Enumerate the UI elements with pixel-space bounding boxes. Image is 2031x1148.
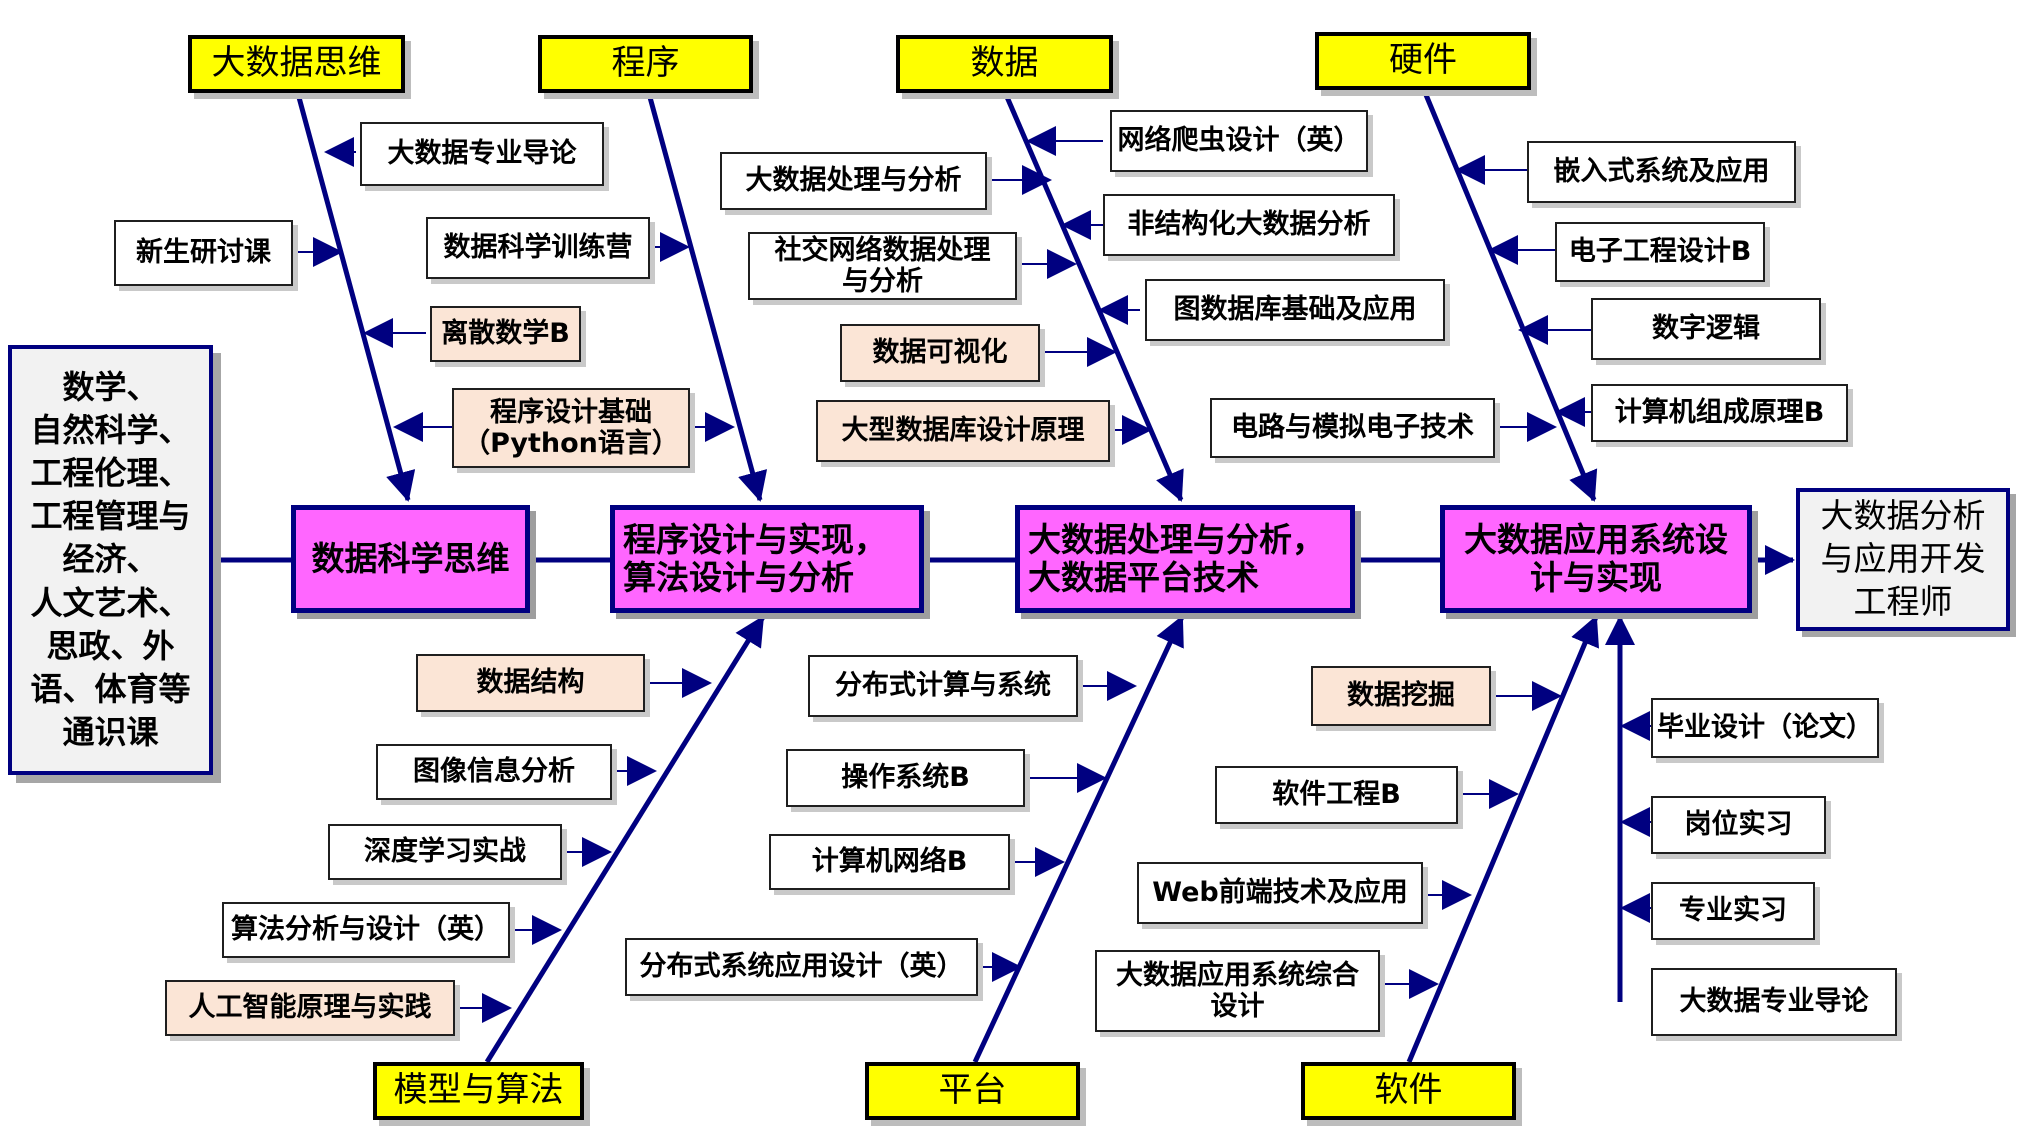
course-computer-networks: 计算机网络B	[769, 834, 1010, 890]
course-graph-database: 图数据库基础及应用	[1145, 279, 1445, 341]
course-image-analysis: 图像信息分析	[376, 744, 612, 800]
course-discrete-math: 离散数学B	[430, 306, 581, 362]
bone-models	[484, 615, 766, 1064]
course-computer-organization: 计算机组成原理B	[1591, 384, 1848, 442]
course-software-engineering: 软件工程B	[1215, 766, 1458, 824]
general-education-text: 数学、 自然科学、 工程伦理、 工程管理与 经济、 人文艺术、 思政、外 语、体…	[30, 367, 191, 752]
course-data-mining: 数据挖掘	[1311, 666, 1491, 726]
category-hardware: 硬件	[1315, 32, 1531, 90]
course-big-data-processing: 大数据处理与分析	[720, 152, 987, 210]
course-algorithm-design: 算法分析与设计（英）	[222, 902, 510, 958]
course-data-science-camp: 数据科学训练营	[426, 217, 650, 279]
bone-platform	[972, 615, 1185, 1064]
course-distributed-computing: 分布式计算与系统	[808, 655, 1078, 717]
bone-thinking	[294, 89, 416, 502]
course-social-network-data: 社交网络数据处理 与分析	[748, 232, 1017, 300]
course-data-visualization: 数据可视化	[840, 324, 1040, 382]
course-arrows	[293, 126, 1651, 1023]
course-web-frontend: Web前端技术及应用	[1137, 862, 1423, 924]
course-web-crawler-design: 网络爬虫设计（英）	[1110, 110, 1368, 172]
course-freshman-seminar: 新生研讨课	[114, 220, 293, 286]
course-big-data-application-design: 大数据应用系统综合 设计	[1095, 950, 1380, 1032]
course-professional-internship: 专业实习	[1651, 882, 1815, 940]
bone-software	[1406, 615, 1599, 1063]
course-distributed-systems-application: 分布式系统应用设计（英）	[625, 938, 978, 996]
stage-data-science-thinking: 数据科学思维	[291, 505, 530, 613]
category-platform: 平台	[865, 1062, 1080, 1120]
stage-programming-algorithms: 程序设计与实现， 算法设计与分析	[610, 505, 924, 613]
category-big-data-thinking: 大数据思维	[188, 35, 405, 93]
course-job-internship: 岗位实习	[1651, 796, 1826, 854]
course-python-programming: 程序设计基础 （Python语言）	[452, 388, 690, 468]
course-operating-systems: 操作系统B	[786, 749, 1025, 807]
course-ai-principles: 人工智能原理与实践	[165, 980, 455, 1036]
course-electronic-engineering-design: 电子工程设计B	[1555, 222, 1765, 282]
course-circuits-analog-electronics: 电路与模拟电子技术	[1210, 398, 1495, 458]
category-models-algorithms: 模型与算法	[373, 1062, 584, 1120]
course-unstructured-data-analysis: 非结构化大数据分析	[1103, 194, 1395, 256]
bone-programming	[645, 89, 768, 502]
goal-engineer: 大数据分析 与应用开发 工程师	[1796, 488, 2010, 631]
course-digital-logic: 数字逻辑	[1591, 298, 1821, 360]
course-big-data-intro-final: 大数据专业导论	[1651, 968, 1897, 1036]
course-large-database-design: 大型数据库设计原理	[816, 400, 1110, 462]
category-software: 软件	[1301, 1062, 1516, 1120]
course-deep-learning-practice: 深度学习实战	[328, 824, 562, 880]
stage-big-data-application-design: 大数据应用系统设 计与实现	[1440, 505, 1752, 613]
stage-big-data-processing-platform: 大数据处理与分析， 大数据平台技术	[1015, 505, 1355, 613]
bone-hardware	[1421, 89, 1598, 502]
category-programming: 程序	[538, 35, 753, 93]
general-education-courses: 数学、 自然科学、 工程伦理、 工程管理与 经济、 人文艺术、 思政、外 语、体…	[8, 345, 213, 775]
course-big-data-intro: 大数据专业导论	[360, 122, 604, 186]
course-data-structures: 数据结构	[416, 654, 645, 712]
course-embedded-systems: 嵌入式系统及应用	[1527, 141, 1796, 203]
course-graduation-thesis: 毕业设计（论文）	[1651, 698, 1879, 758]
category-data: 数据	[896, 35, 1113, 93]
